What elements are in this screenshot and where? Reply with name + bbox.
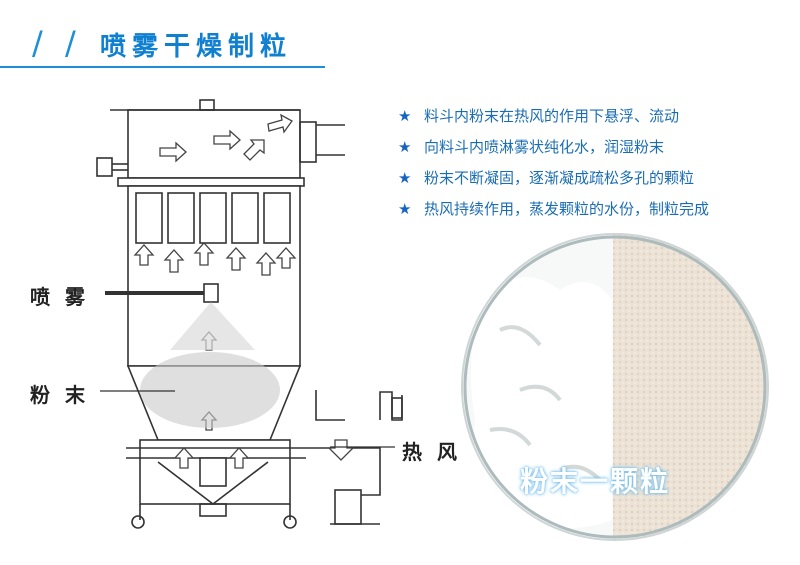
- spray-mist: [140, 302, 280, 428]
- process-step: ★ 热风持续作用，蒸发颗粒的水份，制粒完成: [398, 193, 778, 224]
- star-icon: ★: [398, 199, 412, 218]
- process-step-text: 热风持续作用，蒸发颗粒的水份，制粒完成: [424, 200, 710, 218]
- process-step: ★ 粉末不断凝固，逐渐凝成疏松多孔的颗粒: [398, 162, 778, 193]
- process-step: ★ 向料斗内喷淋雾状纯化水，润湿粉末: [398, 131, 778, 162]
- label-powder: 粉 末: [30, 383, 89, 407]
- star-icon: ★: [398, 137, 412, 156]
- star-icon: ★: [398, 168, 412, 187]
- star-icon: ★: [398, 106, 412, 125]
- process-step: ★ 料斗内粉末在热风的作用下悬浮、流动: [398, 100, 778, 131]
- header: / / 喷雾干燥制粒: [0, 0, 800, 70]
- powder-granule-photo: [461, 233, 769, 541]
- process-steps: ★ 料斗内粉末在热风的作用下悬浮、流动 ★ 向料斗内喷淋雾状纯化水，润湿粉末 ★…: [398, 100, 778, 224]
- label-hot-air: 热 风: [402, 440, 461, 464]
- photo-caption: 粉末一颗粒: [520, 465, 671, 498]
- process-step-text: 粉末不断凝固，逐渐凝成疏松多孔的颗粒: [424, 169, 695, 187]
- header-underline: [0, 66, 325, 68]
- header-slashes: / /: [32, 24, 82, 62]
- label-spray: 喷 雾: [30, 285, 89, 309]
- granulator-machine: [96, 99, 403, 529]
- label-leaders: [100, 390, 395, 448]
- process-step-text: 向料斗内喷淋雾状纯化水，润湿粉末: [424, 138, 665, 156]
- process-step-text: 料斗内粉末在热风的作用下悬浮、流动: [424, 107, 680, 125]
- page-title: 喷雾干燥制粒: [100, 32, 293, 62]
